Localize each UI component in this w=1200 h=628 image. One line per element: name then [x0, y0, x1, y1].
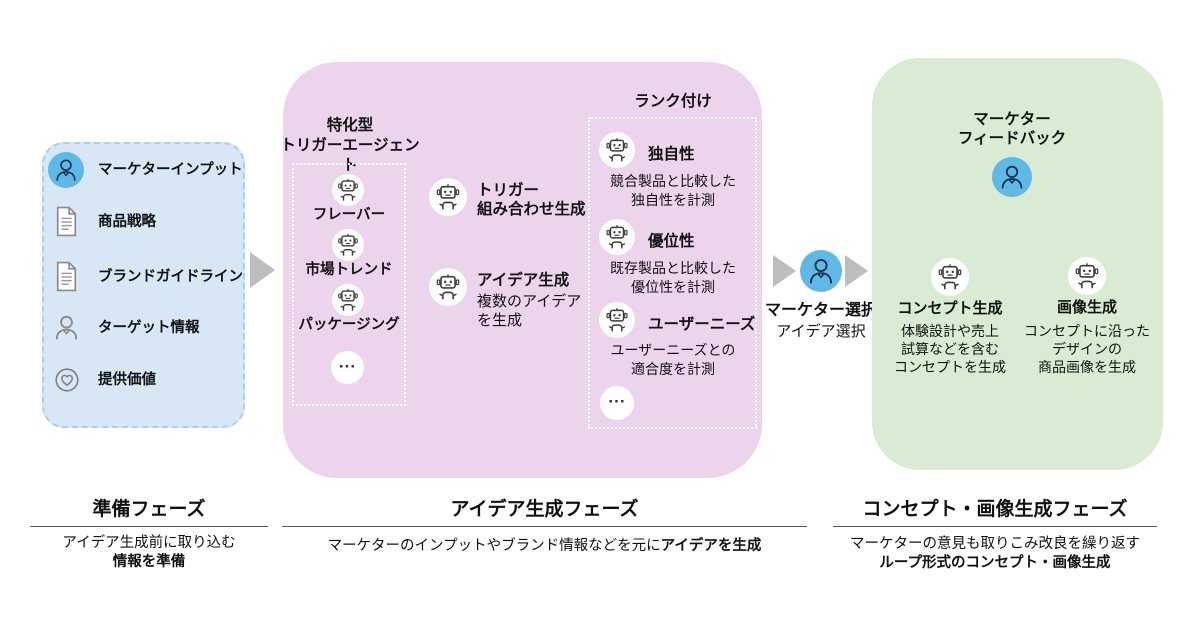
document-icon — [54, 261, 79, 292]
robot-icon — [332, 284, 364, 316]
prep-footer-rule — [30, 526, 268, 527]
prep-item-product-strategy: 商品戦略 — [98, 214, 156, 230]
flow-arrow-prep-to-idea — [250, 252, 275, 288]
idea-gen-desc: 複数のアイデア を生成 — [477, 293, 582, 329]
concept-gen-block: コンセプト生成 体験設計や売上 試算などを含む コンセプトを生成 — [884, 297, 1016, 376]
robot-icon — [332, 229, 364, 261]
concept-gen-desc: 体験設計や売上 試算などを含む コンセプトを生成 — [894, 323, 1006, 375]
value-heart-icon — [52, 365, 82, 395]
trigger-agents-title: 特化型 トリガーエージェント — [280, 117, 420, 174]
robot-icon — [599, 302, 635, 338]
prep-item-marketer-input: マーケターインプット — [98, 162, 243, 178]
robot-icon — [599, 132, 635, 168]
idea-footer-title: アイデア生成フェーズ — [450, 499, 639, 520]
rank-superiority-desc: 既存製品と比較した 優位性を計測 — [610, 260, 736, 295]
robot-icon — [429, 268, 467, 306]
rank-uniqueness-desc: 競合製品と比較した 独自性を計測 — [610, 173, 736, 208]
robot-icon — [429, 178, 467, 216]
prep-item-value: 提供価値 — [98, 372, 156, 388]
trigger-combo-label: トリガー 組み合わせ生成 — [477, 182, 586, 218]
agents-more-circle: ... — [331, 351, 364, 384]
idea-footer-rule — [282, 526, 807, 527]
flow-arrow-selection-to-concept — [845, 255, 868, 287]
marketer-input-icon — [48, 152, 84, 188]
idea-gen-label: アイデア生成 — [477, 272, 570, 289]
agent-flavor: フレーバー — [312, 207, 386, 223]
agent-packaging: パッケージング — [298, 317, 400, 333]
trigger-agents-group — [292, 163, 406, 406]
robot-icon — [1068, 257, 1106, 295]
rank-user-needs-desc: ユーザーニーズとの 適合度を計測 — [610, 342, 736, 377]
robot-icon — [931, 258, 969, 296]
prep-item-brand-guideline: ブランドガイドライン — [98, 269, 243, 285]
robot-icon — [332, 174, 364, 206]
image-gen-desc: コンセプトに沿った デザインの 商品画像を生成 — [1024, 323, 1150, 375]
prep-footer-desc: アイデア生成前に取り込む 情報を準備 — [62, 535, 236, 570]
concept-footer-rule — [833, 526, 1157, 527]
concept-gen-title: コンセプト生成 — [897, 300, 1003, 317]
rank-user-needs-label: ユーザーニーズ — [648, 316, 756, 333]
marketer-feedback-icon — [992, 157, 1032, 197]
image-gen-title: 画像生成 — [1056, 299, 1117, 316]
document-icon — [54, 206, 79, 237]
flow-arrow-idea-to-selection — [773, 255, 796, 287]
rank-uniqueness-label: 独自性 — [648, 146, 695, 163]
ranking-group — [588, 117, 757, 429]
idea-footer-desc: マーケターのインプットやブランド情報などを元にアイデアを生成 — [327, 538, 762, 554]
concept-footer-desc: マーケターの意見も取りこみ改良を繰り返す ループ形式のコンセプト・画像生成 — [850, 536, 1140, 571]
image-gen-block: 画像生成 コンセプトに沿った デザインの 商品画像を生成 — [1021, 296, 1153, 376]
robot-icon — [599, 219, 635, 255]
rank-superiority-label: 優位性 — [648, 233, 695, 250]
prep-item-target-info: ターゲット情報 — [98, 320, 200, 336]
ranking-title: ランク付け — [634, 93, 712, 110]
marketer-selection-icon — [800, 250, 842, 292]
marketer-feedback-title: マーケター フィードバック — [957, 111, 1067, 147]
idea-selection-label: アイデア選択 — [776, 323, 866, 340]
prep-footer-title: 準備フェーズ — [92, 499, 206, 520]
agent-market-trend: 市場トレンド — [305, 262, 393, 278]
target-person-icon — [51, 312, 82, 343]
ranking-more-circle: ... — [600, 386, 634, 420]
concept-phase-box — [872, 58, 1163, 470]
concept-footer-title: コンセプト・画像生成フェーズ — [862, 499, 1128, 520]
idea-phase-box — [283, 62, 762, 478]
marketer-selection-label: マーケター選択 — [764, 302, 877, 319]
